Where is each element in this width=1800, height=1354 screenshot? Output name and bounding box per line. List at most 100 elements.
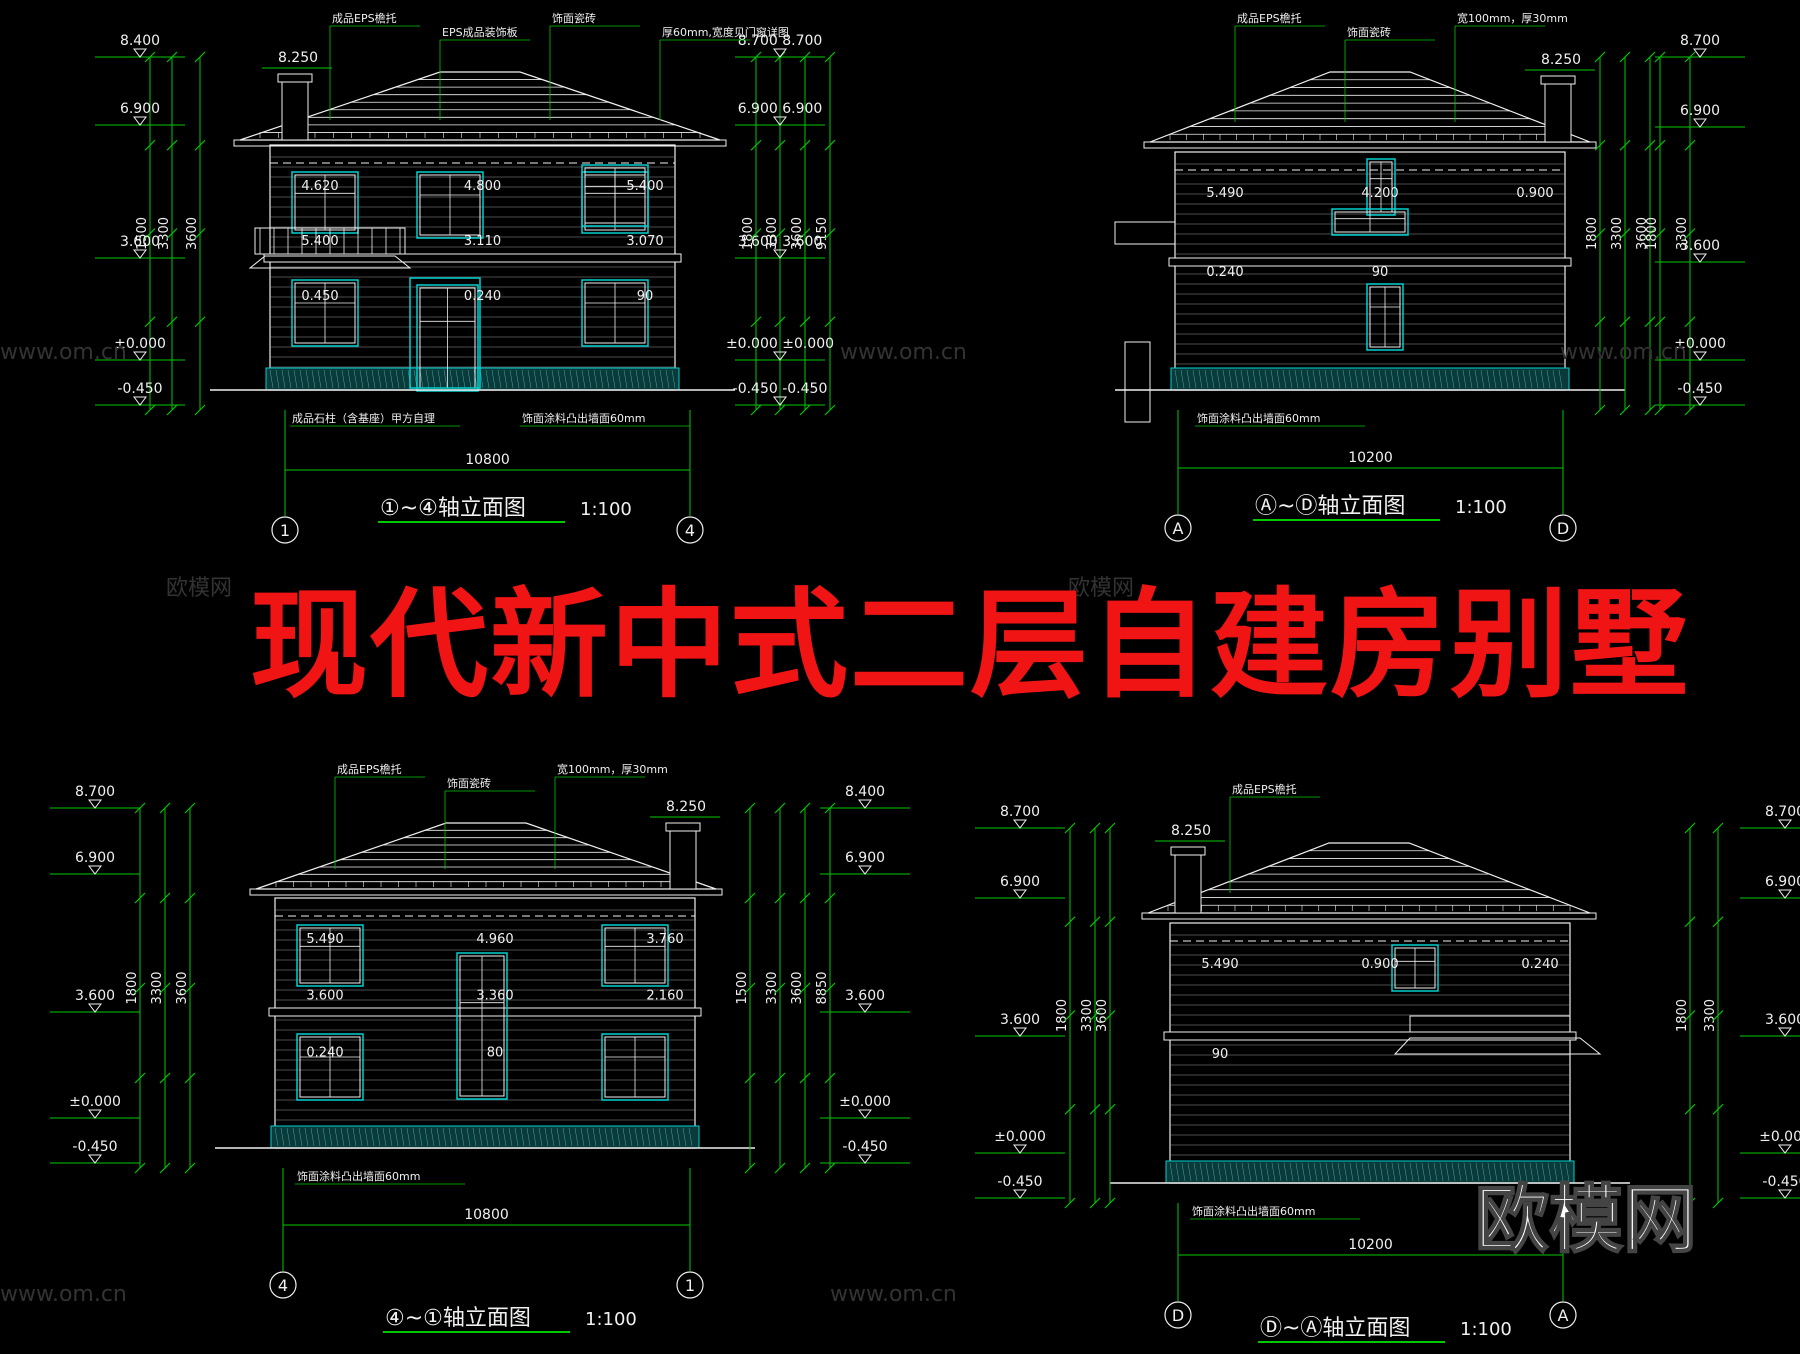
plinth-hatch	[682, 1127, 687, 1147]
plinth-hatch	[280, 1127, 285, 1147]
plinth-hatch	[1474, 369, 1479, 389]
plinth-hatch	[1391, 1162, 1396, 1182]
dimension-tick	[1064, 916, 1076, 928]
elevation-triangle	[1013, 1189, 1027, 1199]
elevation-value: -0.450 -0.450	[733, 381, 828, 397]
plinth-hatch	[299, 369, 304, 389]
plinth-hatch	[1522, 369, 1527, 389]
drawing-title-text: Ⓓ~Ⓐ轴立面图	[1260, 1316, 1410, 1341]
plinth-hatch	[358, 1127, 363, 1147]
eave-band	[1141, 912, 1597, 920]
elevation-triangle	[773, 249, 787, 259]
dimension-tick	[1064, 1103, 1076, 1115]
plinth-hatch	[292, 1127, 297, 1147]
plinth-hatch	[1445, 1162, 1450, 1182]
plinth-hatch	[1288, 369, 1293, 389]
dimension-tick	[1089, 822, 1101, 834]
plinth-hatch	[1181, 1162, 1186, 1182]
elevation-triangle	[88, 1109, 102, 1119]
plinth-hatch	[1379, 1162, 1384, 1182]
plinth-hatch	[539, 369, 544, 389]
watermark: 欧模网	[166, 576, 233, 601]
dimension-tick	[824, 139, 836, 151]
dimension-label: 3600	[1635, 217, 1650, 250]
plinth-hatch	[1217, 1162, 1222, 1182]
plinth-hatch	[460, 1127, 465, 1147]
dimension-tick	[194, 316, 206, 328]
axis-marker: D	[1164, 1203, 1192, 1329]
note-text: 成品EPS檐托	[337, 762, 402, 776]
chimney-elevation: 8.250	[1171, 823, 1211, 839]
plinth-hatch	[1516, 369, 1521, 389]
plinth-hatch	[340, 1127, 345, 1147]
plinth-hatch	[346, 1127, 351, 1147]
note-text: 饰面瓷砖	[447, 776, 491, 790]
plinth-hatch	[521, 369, 526, 389]
dimension-tick	[744, 892, 756, 904]
plinth-hatch	[557, 369, 562, 389]
plinth-hatch	[581, 369, 586, 389]
note-text: 厚60mm,宽度见门窗详图	[662, 25, 789, 39]
note-text: 成品EPS檐托	[332, 11, 397, 25]
dimension-tick	[1654, 404, 1666, 416]
dimension-tick	[1644, 316, 1656, 328]
eave-band	[1143, 141, 1597, 149]
dimension-tick	[184, 982, 196, 994]
plinth-hatch	[286, 1127, 291, 1147]
plinth-hatch	[1463, 1162, 1468, 1182]
plinth-hatch	[1546, 369, 1551, 389]
dimension-tick	[774, 1162, 786, 1174]
window-frame	[416, 171, 484, 239]
level-mark: 0.240	[1206, 265, 1243, 280]
level-mark: 5.490	[306, 932, 343, 947]
overall-width: 10200	[1348, 1237, 1393, 1253]
plinth-hatch	[1252, 369, 1257, 389]
elevation-value: 6.900	[1765, 874, 1800, 890]
plinth-hatch	[1360, 369, 1365, 389]
plinth-hatch	[1199, 1162, 1204, 1182]
axis-bubble	[269, 1271, 297, 1299]
plinth-hatch	[316, 1127, 321, 1147]
plinth-hatch	[1330, 369, 1335, 389]
elevation-triangle	[773, 396, 787, 406]
axis-bubble	[676, 516, 704, 544]
plinth-hatch	[551, 369, 556, 389]
level-mark: 0.900	[1361, 957, 1398, 972]
elevation-triangle	[1693, 253, 1707, 263]
plinth-hatch	[1198, 369, 1203, 389]
dimension-tick	[1619, 51, 1631, 63]
elevation-value: 3.600 3.600	[738, 234, 823, 250]
watermark: www.om.cn	[0, 1282, 127, 1307]
elevation-marker: 8.700	[50, 784, 140, 809]
plinth-hatch	[437, 369, 442, 389]
plinth-hatch	[1312, 369, 1317, 389]
plinth-hatch	[1378, 369, 1383, 389]
roof-outline	[1147, 842, 1591, 914]
plinth-hatch	[652, 1127, 657, 1147]
dimension-tick	[1712, 916, 1724, 928]
roof	[233, 71, 727, 147]
axis-bubble	[676, 1271, 704, 1299]
dimension-tick	[184, 1162, 196, 1174]
axis-marker: 1	[271, 410, 299, 544]
plinth-hatch	[575, 369, 580, 389]
plinth-hatch	[593, 369, 598, 389]
elevation-value: 8.400	[845, 784, 885, 800]
level-mark: 4.620	[301, 179, 338, 194]
dimension-tick	[166, 228, 178, 239]
level-mark: 80	[487, 1045, 504, 1060]
plinth-hatch	[1235, 1162, 1240, 1182]
window	[416, 171, 484, 239]
plinth-hatch	[1294, 369, 1299, 389]
axis-marker: A	[1549, 1203, 1577, 1329]
plinth-hatch	[622, 1127, 627, 1147]
elevation-marker: -0.450 -0.450	[733, 381, 828, 406]
dimension-tick	[824, 1162, 836, 1174]
watermark: 欧模网	[1068, 576, 1135, 601]
dimension-tick	[1594, 51, 1606, 63]
drawing-title-text: ④~①轴立面图	[385, 1306, 531, 1331]
plinth-hatch	[1300, 369, 1305, 389]
